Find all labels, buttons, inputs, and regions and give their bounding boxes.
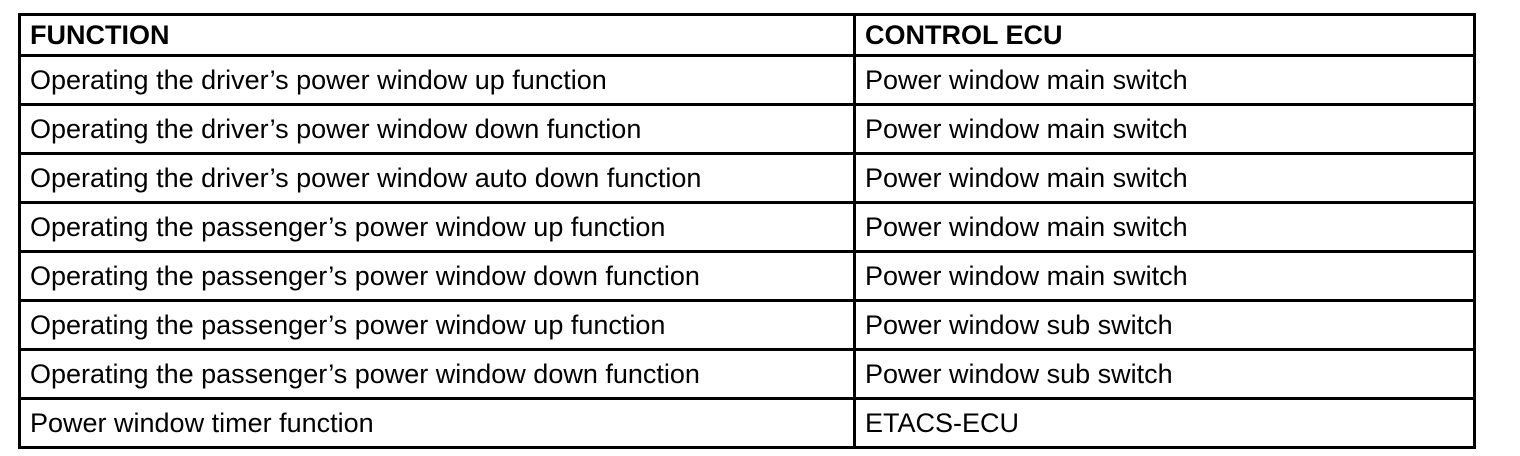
column-header-function: FUNCTION xyxy=(18,13,856,57)
table-row: Operating the passenger’s power window d… xyxy=(18,348,1476,400)
table-row: Operating the driver’s power window auto… xyxy=(18,152,1476,204)
control-ecu-cell: Power window main switch xyxy=(853,201,1476,253)
function-cell: Operating the driver’s power window auto… xyxy=(18,152,856,204)
table-row: Power window timer function ETACS-ECU xyxy=(18,397,1476,449)
function-cell: Operating the passenger’s power window d… xyxy=(18,348,856,400)
control-ecu-cell: ETACS-ECU xyxy=(853,397,1476,449)
function-cell: Operating the passenger’s power window u… xyxy=(18,299,856,351)
control-ecu-cell: Power window main switch xyxy=(853,152,1476,204)
table-row: Operating the passenger’s power window u… xyxy=(18,201,1476,253)
function-ecu-table: FUNCTION CONTROL ECU Operating the drive… xyxy=(18,13,1476,449)
function-cell: Operating the driver’s power window up f… xyxy=(18,54,856,106)
table-row: Operating the passenger’s power window u… xyxy=(18,299,1476,351)
table-row: Operating the driver’s power window down… xyxy=(18,103,1476,155)
function-cell: Operating the driver’s power window down… xyxy=(18,103,856,155)
control-ecu-cell: Power window main switch xyxy=(853,250,1476,302)
column-header-control-ecu: CONTROL ECU xyxy=(853,13,1476,57)
function-cell: Operating the passenger’s power window d… xyxy=(18,250,856,302)
function-cell: Power window timer function xyxy=(18,397,856,449)
header-row: FUNCTION CONTROL ECU xyxy=(18,13,1476,57)
control-ecu-cell: Power window main switch xyxy=(853,103,1476,155)
table-row: Operating the driver’s power window up f… xyxy=(18,54,1476,106)
table-row: Operating the passenger’s power window d… xyxy=(18,250,1476,302)
function-cell: Operating the passenger’s power window u… xyxy=(18,201,856,253)
control-ecu-cell: Power window sub switch xyxy=(853,299,1476,351)
control-ecu-cell: Power window main switch xyxy=(853,54,1476,106)
control-ecu-cell: Power window sub switch xyxy=(853,348,1476,400)
